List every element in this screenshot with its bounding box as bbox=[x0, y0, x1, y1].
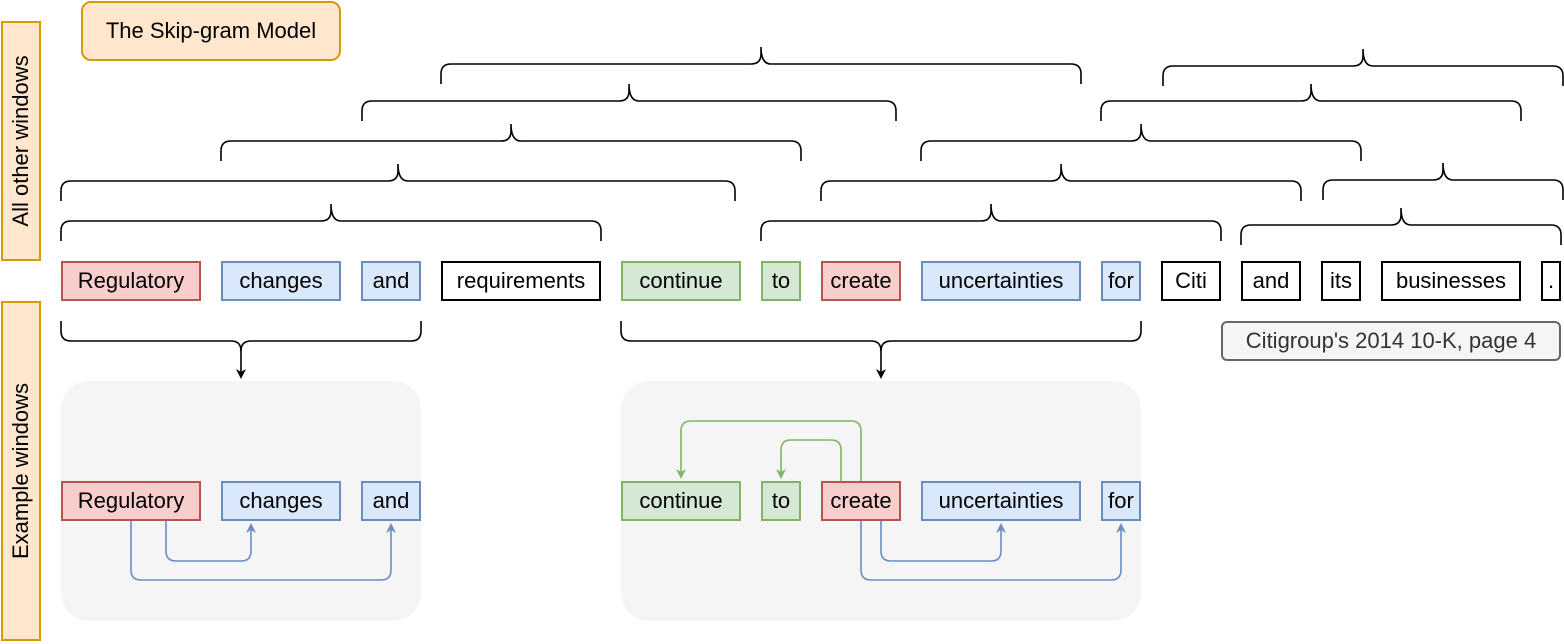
sentence-word: changes bbox=[221, 261, 341, 301]
window-brace bbox=[220, 123, 802, 161]
sentence-word: requirements bbox=[441, 261, 601, 301]
example-window-brace bbox=[60, 321, 246, 379]
example-window-brace bbox=[620, 321, 886, 379]
sentence-word: continue bbox=[621, 261, 741, 301]
sentence-word: . bbox=[1541, 261, 1561, 301]
example-word: uncertainties bbox=[921, 481, 1081, 521]
sentence-word: Citi bbox=[1161, 261, 1221, 301]
example-word: create bbox=[821, 481, 901, 521]
diagram-title: The Skip-gram Model bbox=[81, 1, 341, 61]
example-word: changes bbox=[221, 481, 341, 521]
example-word: and bbox=[361, 481, 421, 521]
window-brace bbox=[60, 163, 736, 201]
side-label-example-windows: Example windows bbox=[1, 301, 41, 641]
sentence-word: its bbox=[1321, 261, 1361, 301]
window-brace bbox=[760, 203, 1222, 241]
sentence-word: uncertainties bbox=[921, 261, 1081, 301]
example-window-brace bbox=[880, 321, 1142, 352]
example-word: to bbox=[761, 481, 801, 521]
sentence-word: for bbox=[1101, 261, 1141, 301]
example-word: for bbox=[1101, 481, 1141, 521]
example-word: Regulatory bbox=[61, 481, 201, 521]
window-brace bbox=[60, 203, 602, 241]
window-brace bbox=[440, 46, 1082, 84]
context-arrow bbox=[860, 521, 1126, 581]
context-arrow bbox=[776, 439, 842, 481]
example-word: continue bbox=[621, 481, 741, 521]
context-arrow bbox=[130, 521, 396, 581]
window-brace bbox=[820, 163, 1302, 201]
context-arrow bbox=[880, 521, 1006, 562]
window-brace bbox=[361, 83, 897, 121]
source-note: Citigroup's 2014 10-K, page 4 bbox=[1221, 321, 1561, 361]
example-window-brace bbox=[240, 321, 422, 352]
sentence-word: and bbox=[361, 261, 421, 301]
window-brace bbox=[1240, 207, 1562, 245]
context-arrow bbox=[165, 521, 256, 562]
sentence-word: to bbox=[761, 261, 801, 301]
sentence-word: create bbox=[821, 261, 901, 301]
context-arrow bbox=[676, 420, 862, 481]
sentence-word: businesses bbox=[1381, 261, 1521, 301]
side-label-all-windows: All other windows bbox=[1, 21, 41, 261]
window-brace bbox=[920, 123, 1362, 161]
sentence-word: and bbox=[1241, 261, 1301, 301]
window-brace bbox=[1322, 162, 1564, 200]
window-brace bbox=[1162, 48, 1564, 86]
sentence-word: Regulatory bbox=[61, 261, 201, 301]
window-brace bbox=[1100, 83, 1522, 121]
